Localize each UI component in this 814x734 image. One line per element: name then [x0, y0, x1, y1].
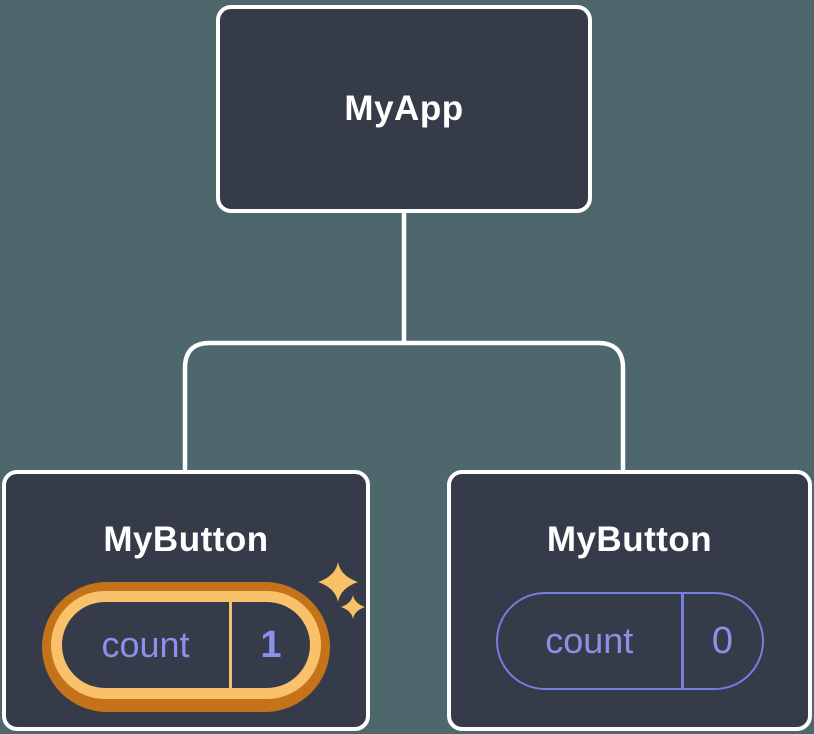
- tree-node-mybutton-right: MyButton count 0: [447, 470, 812, 731]
- node-label: MyButton: [103, 520, 269, 559]
- state-name-label: count: [101, 624, 190, 665]
- pill-divider: [681, 594, 684, 688]
- node-label: MyApp: [344, 89, 464, 128]
- pill-divider: [229, 602, 232, 688]
- state-pill-body: count 1: [62, 602, 310, 688]
- state-pill-highlighted: count 1: [42, 582, 330, 712]
- state-pill-highlight-ring: count 1: [51, 591, 321, 699]
- state-value: 0: [711, 619, 734, 662]
- tree-node-myapp: MyApp: [216, 5, 592, 213]
- tree-node-mybutton-left: MyButton count 1: [2, 470, 370, 731]
- state-value: 1: [260, 623, 282, 666]
- state-pill-plain: count 0: [495, 592, 764, 690]
- node-label: MyButton: [546, 520, 713, 559]
- state-name-label: count: [545, 620, 634, 661]
